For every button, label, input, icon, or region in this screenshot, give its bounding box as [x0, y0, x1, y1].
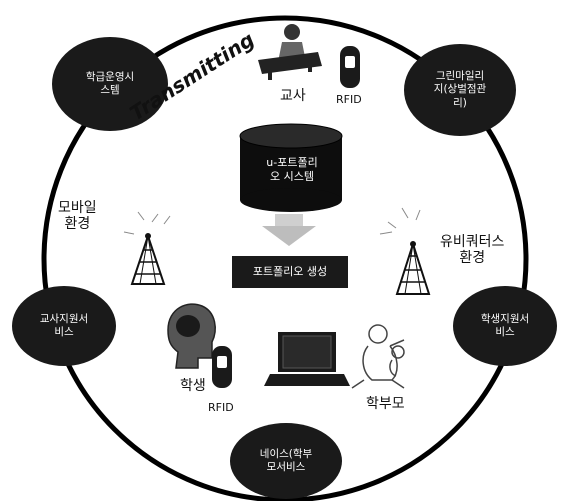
teacher-at-desk-icon [258, 24, 322, 80]
green-mobile-node: 그린마일리 지(상벌점관 리) [433, 70, 487, 109]
student-label: 학생 [180, 378, 206, 394]
laptop-icon [264, 332, 350, 386]
mobile-env-label: 모바일 환경 [58, 200, 97, 233]
neis-node: 네이스(학부 모서비스 [259, 447, 313, 473]
teacher-support-node: 교사지원서 비스 [39, 312, 89, 338]
antenna-tower-icon [395, 240, 431, 295]
down-arrow-icon [262, 214, 316, 246]
neis-node-shape [230, 423, 342, 499]
ubiquitous-env-label: 유비쿼터스 환경 [440, 234, 505, 267]
rfid-top-label: RFID [336, 93, 362, 106]
portfolio-generation-label: 포트폴리오 생성 [252, 265, 328, 279]
rfid-reader-icon [340, 46, 360, 88]
signal-waves-right [379, 207, 421, 235]
learning-ops-node-shape [52, 37, 168, 131]
portfolio-generation-box [232, 256, 348, 288]
rfid-bottom-label: RFID [208, 401, 234, 414]
rfid-reader-icon [212, 346, 232, 388]
student-support-node: 학생지원서 비스 [480, 312, 530, 338]
student-head-icon [167, 303, 216, 369]
learning-ops-node: 학급운영시 스템 [85, 70, 135, 96]
parent-label: 학부모 [366, 396, 405, 412]
green-mobile-node-shape [404, 44, 516, 136]
teacher-label: 교사 [280, 88, 306, 104]
antenna-tower-icon [130, 232, 166, 285]
system-ring [41, 15, 529, 501]
student-support-node-shape [453, 286, 557, 366]
database-cylinder-icon [239, 123, 343, 212]
u-portfolio-system-label: u-포트폴리 오 시스템 [266, 156, 318, 183]
signal-waves-left [123, 211, 171, 235]
parent-with-child-icon [351, 324, 405, 389]
teacher-support-node-shape [12, 286, 116, 366]
